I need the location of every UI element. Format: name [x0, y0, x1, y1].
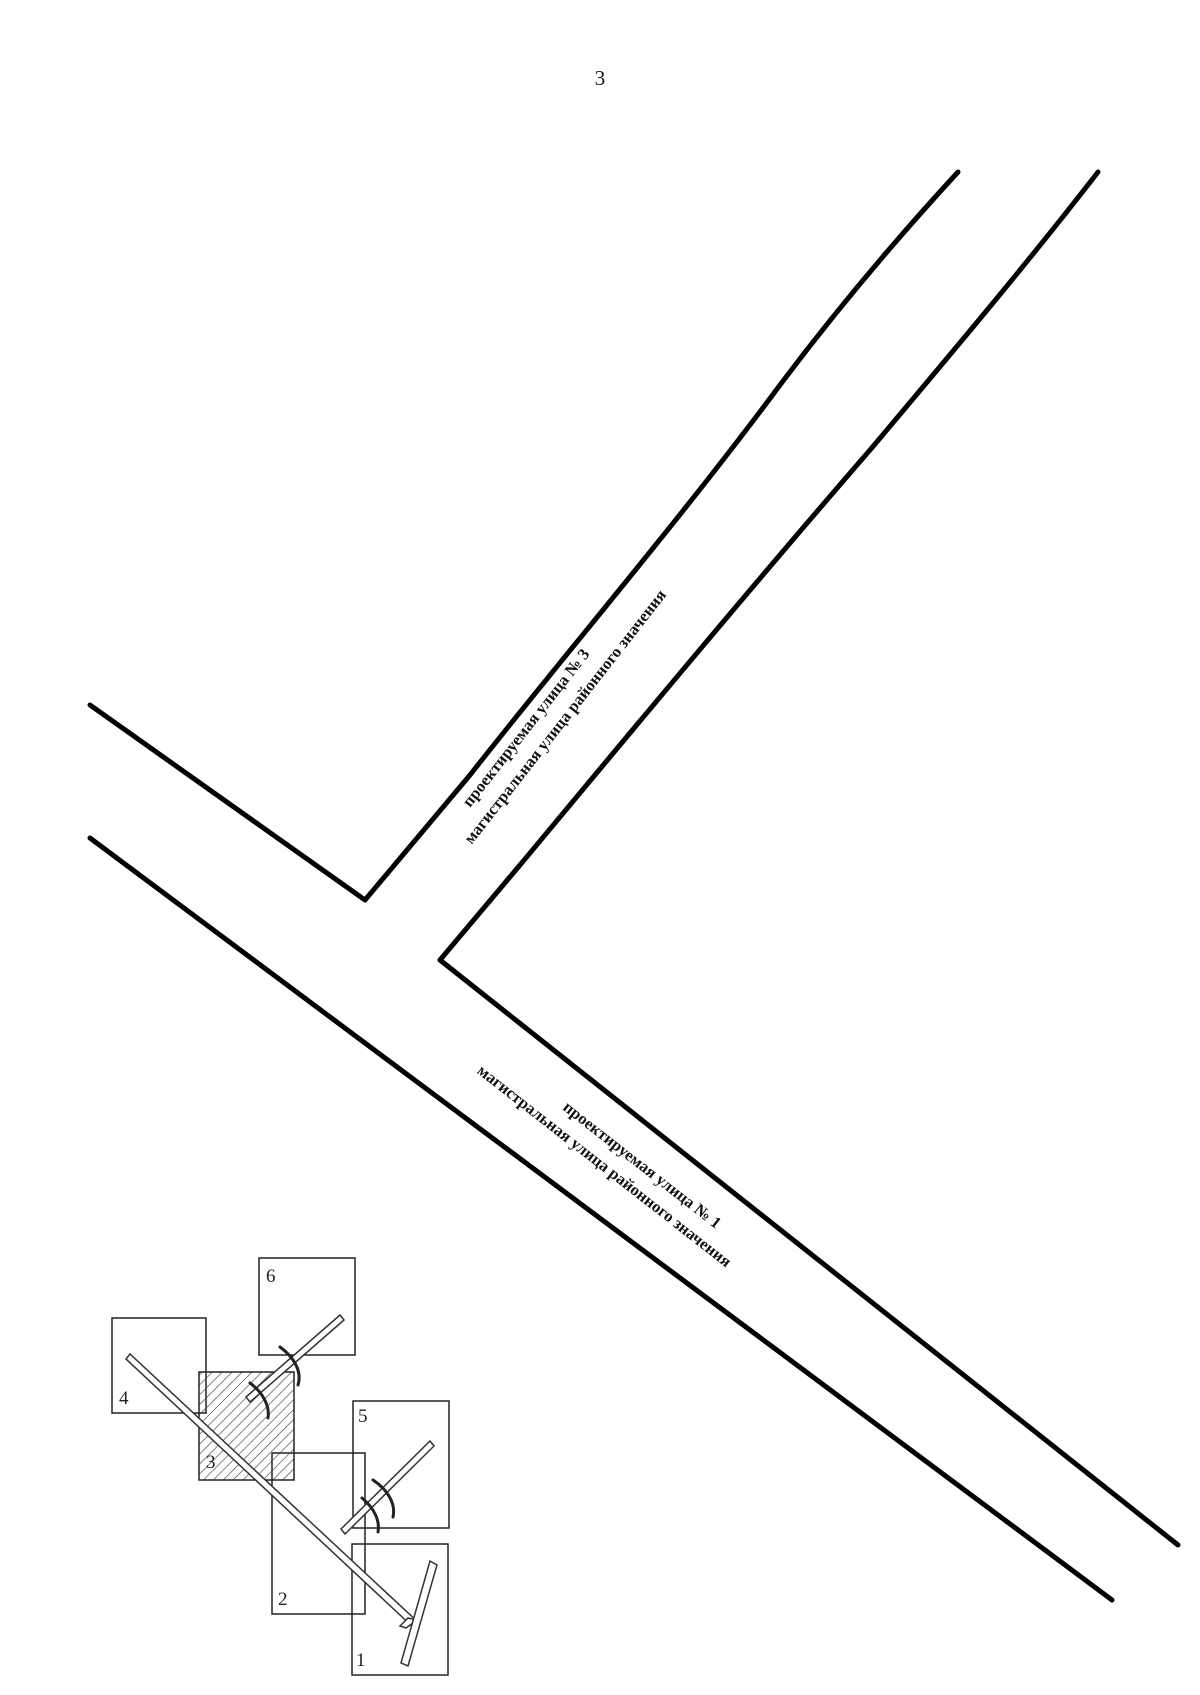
- street-3-label: проектируемая улица № 3 магистральная ул…: [458, 586, 670, 848]
- sheet-6-label: 6: [266, 1266, 276, 1287]
- sheet-4-frame: [111, 1317, 207, 1414]
- mini-road-tbar: [400, 1559, 438, 1668]
- mini-road-branch-5: [339, 1439, 436, 1536]
- sheet-5-frame: [352, 1400, 450, 1529]
- mini-cross-5b: [360, 1496, 380, 1534]
- sheet-4-label: 4: [119, 1388, 129, 1409]
- mini-road-branch-6: [244, 1313, 346, 1404]
- sheet-6-frame: [258, 1257, 356, 1356]
- sheet-1-label: 1: [356, 1650, 366, 1671]
- sheet-2-frame: [271, 1452, 366, 1615]
- key-map: 4 6 5 3 2 1: [111, 1257, 450, 1676]
- sheet-2-label: 2: [278, 1589, 288, 1610]
- page-number: 3: [594, 66, 606, 90]
- street-3-name: проектируемая улица № 3: [458, 645, 593, 811]
- street-1-south-edge: [87, 835, 1115, 1603]
- sheet-1-frame: [351, 1543, 449, 1676]
- sheet-3-label: 3: [206, 1452, 216, 1473]
- mini-cross-6b: [248, 1381, 270, 1420]
- mini-cross-6a: [278, 1345, 301, 1387]
- mini-cross-5a: [371, 1478, 396, 1519]
- street-3-east-edge: [437, 169, 1101, 963]
- sheet-5-label: 5: [358, 1406, 368, 1427]
- street-1-north-edge: [437, 957, 1181, 1548]
- street-3-west-edge: [87, 169, 961, 903]
